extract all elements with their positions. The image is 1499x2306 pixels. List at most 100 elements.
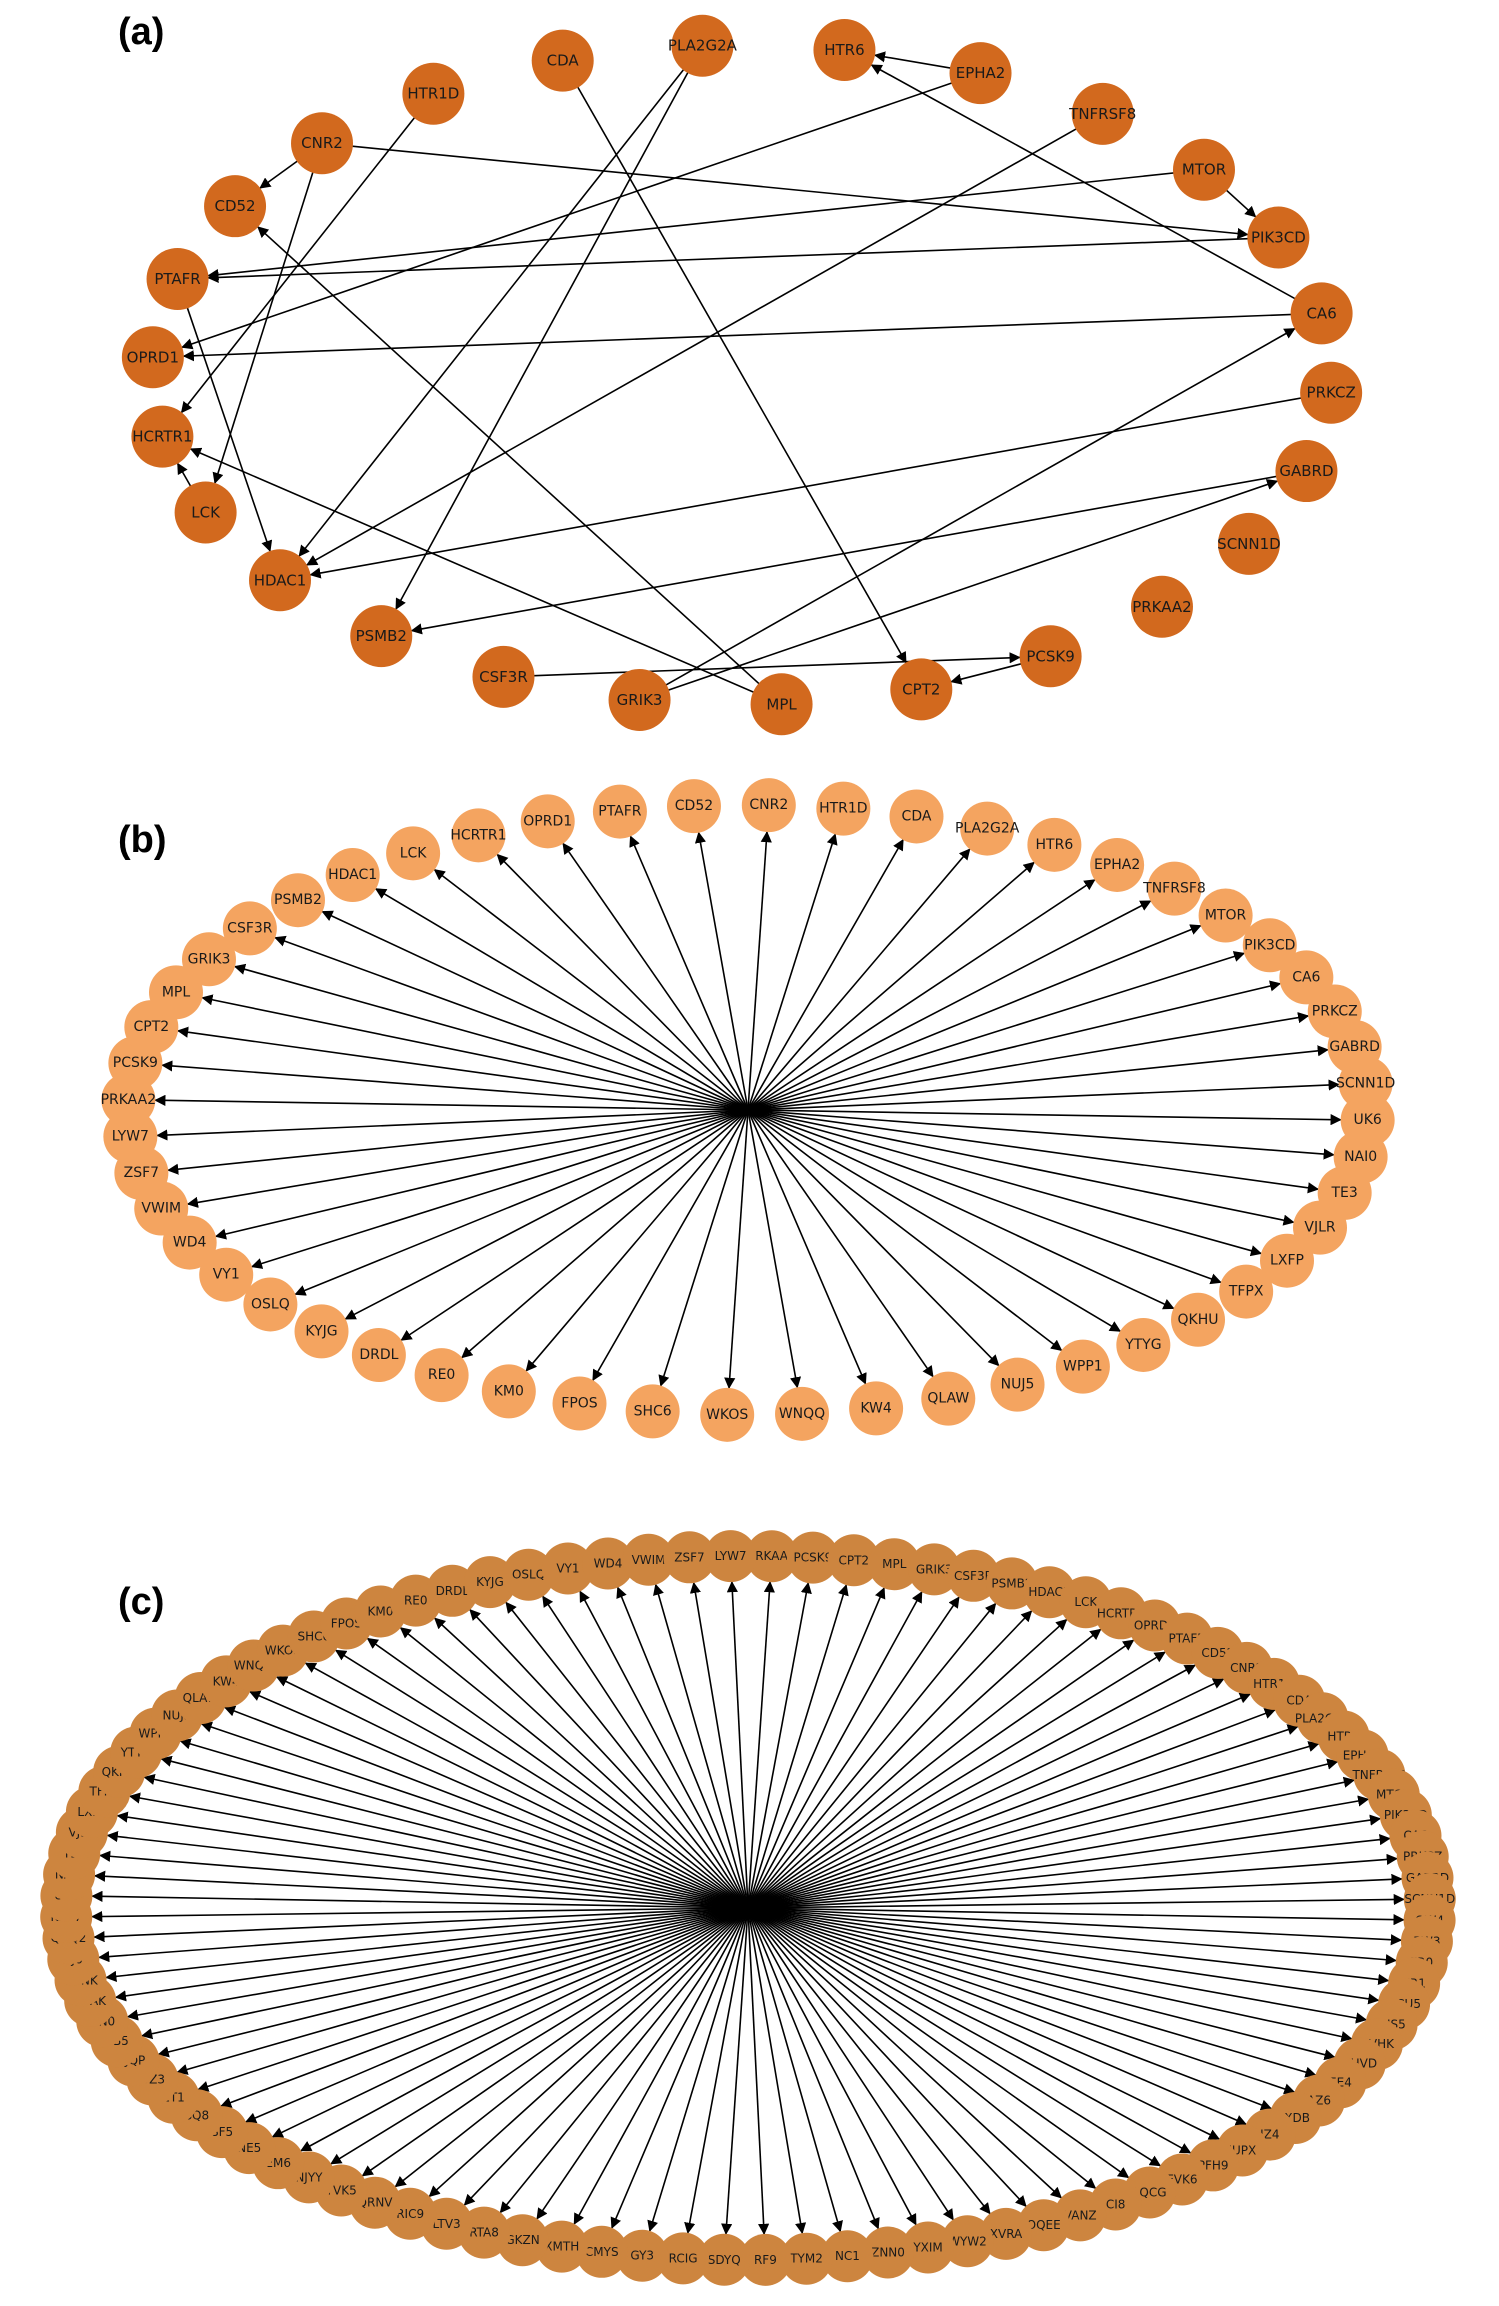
node-label-CSF3R: CSF3R bbox=[227, 920, 273, 936]
node-PSMB2 bbox=[350, 605, 413, 668]
edge-hub-SHC6 bbox=[658, 1109, 749, 1387]
node-label-XMTH: XMTH bbox=[544, 2240, 579, 2254]
edge-hub-DRDL bbox=[400, 1109, 749, 1341]
edge-hub-JXDB bbox=[747, 1907, 1273, 2111]
node-GRIK3 bbox=[181, 932, 236, 987]
node-label-CPT2: CPT2 bbox=[838, 1553, 869, 1567]
edge-hub-UK6 bbox=[747, 1109, 1342, 1126]
edge-hub-TFPX bbox=[128, 1792, 749, 1909]
node-DRDL bbox=[351, 1328, 406, 1383]
node-RCIG bbox=[657, 2232, 710, 2285]
edge-hub-EPHA2 bbox=[747, 1758, 1339, 1909]
node-label-TFPX: TFPX bbox=[1228, 1284, 1264, 1300]
node-PCSK9 bbox=[1019, 625, 1082, 688]
edge-hub-LYW7 bbox=[726, 1580, 749, 1909]
node-label-SCNN1D: SCNN1D bbox=[1217, 535, 1281, 553]
edge-hub-XMTH bbox=[573, 1907, 749, 2225]
edge-hub-OSLQ bbox=[542, 1595, 749, 1909]
edge-hub-ZSF7 bbox=[167, 1109, 749, 1175]
node-CA6 bbox=[1290, 282, 1353, 345]
node-label-PCSK9: PCSK9 bbox=[1026, 647, 1074, 665]
edge-hub-HDAC1 bbox=[747, 1610, 1033, 1909]
node-MPL bbox=[868, 1538, 921, 1591]
edge-hub-IUPX bbox=[747, 1907, 1221, 2140]
edge-hub-BHVD bbox=[747, 1907, 1336, 2061]
edge-PTAFR-HDAC1 bbox=[176, 278, 273, 552]
node-CSF3R bbox=[222, 901, 277, 956]
panel-a-label: (a) bbox=[118, 11, 164, 53]
node-GABRD bbox=[1275, 440, 1338, 503]
edge-hub-UK6 bbox=[91, 1890, 749, 1909]
edge-hub-CNR2 bbox=[747, 1678, 1225, 1909]
edge-hub-CI8 bbox=[747, 1907, 1097, 2189]
node-label-LXFP: LXFP bbox=[1270, 1253, 1304, 1269]
node-label-PSMB2: PSMB2 bbox=[274, 892, 322, 908]
edge-hub-SDYQ bbox=[721, 1907, 749, 2235]
node-label-PRKAA2: PRKAA2 bbox=[101, 1092, 157, 1108]
edge-hub-FVK6 bbox=[747, 1907, 1162, 2167]
edge-hub-RCIG bbox=[684, 1907, 749, 2234]
node-QKHU bbox=[1171, 1292, 1226, 1347]
edge-hub-PCSK9 bbox=[161, 1060, 749, 1111]
edge-hub-PSMB2 bbox=[747, 1602, 997, 1909]
node-VY1 bbox=[199, 1247, 254, 1302]
node-label-LQCG: LQCG bbox=[1133, 2185, 1167, 2199]
node-OSLQ bbox=[243, 1277, 298, 1332]
node-HTR6 bbox=[1027, 817, 1082, 872]
edge-hub-LCK bbox=[433, 869, 749, 1111]
node-label-EPHA2: EPHA2 bbox=[1094, 857, 1140, 873]
node-KM0 bbox=[481, 1364, 536, 1419]
node-label-GKZN: GKZN bbox=[505, 2233, 539, 2247]
node-label-MPL: MPL bbox=[162, 984, 191, 1000]
edge-hub-YTYG bbox=[747, 1109, 1122, 1332]
edge-hub-YTYG bbox=[160, 1755, 749, 1909]
node-MPL bbox=[148, 965, 203, 1020]
edge-hub-KLG7 bbox=[91, 1907, 749, 1923]
edge-hub-VY1 bbox=[250, 1109, 749, 1269]
node-label-KYJG: KYJG bbox=[476, 1575, 504, 1589]
edge-hub-VY1 bbox=[579, 1590, 749, 1909]
node-label-KW4: KW4 bbox=[860, 1400, 892, 1416]
edge-hub-NUJ5 bbox=[747, 1109, 1000, 1367]
edge-hub-ZSF7 bbox=[689, 1581, 749, 1909]
node-label-GRIK3: GRIK3 bbox=[188, 951, 231, 967]
edge-hub-WNQQ bbox=[747, 1109, 802, 1389]
node-HDAC1 bbox=[249, 549, 312, 612]
edge-hub-CPT2 bbox=[747, 1584, 849, 1909]
node-label-NUJ5: NUJ5 bbox=[1001, 1377, 1035, 1393]
node-TFPX bbox=[1219, 1264, 1274, 1319]
node-label-NJYY: NJYY bbox=[295, 2170, 323, 2184]
edge-hub-OQEE bbox=[747, 1907, 1027, 2208]
edge-hub-EPHA2 bbox=[747, 879, 1096, 1111]
edge-hub-KW4 bbox=[747, 1109, 867, 1385]
node-label-QKHU: QKHU bbox=[1178, 1312, 1219, 1328]
edge-hub-OPRD1 bbox=[747, 1639, 1135, 1909]
node-GRIK3 bbox=[608, 668, 671, 731]
edge-GRIK3-GABRD bbox=[639, 479, 1279, 701]
node-label-PIK3CD: PIK3CD bbox=[1251, 229, 1306, 247]
node-label-HTR6: HTR6 bbox=[1036, 837, 1074, 853]
node-label-RE0: RE0 bbox=[404, 1594, 428, 1608]
edge-hub-IJQP bbox=[157, 1907, 749, 2058]
node-label-PRKAA2: PRKAA2 bbox=[748, 1549, 796, 1563]
edge-hub-LTV3 bbox=[463, 1907, 749, 2206]
node-TYM2 bbox=[780, 2232, 833, 2285]
node-label-CMYS: CMYS bbox=[585, 2245, 619, 2259]
edge-hub-HTR6 bbox=[747, 861, 1035, 1111]
edge-hub-CMYS bbox=[610, 1907, 749, 2229]
node-XVRA bbox=[980, 2207, 1033, 2260]
node-label-HDAC1: HDAC1 bbox=[328, 867, 377, 883]
edge-hub-PCSK9 bbox=[747, 1582, 812, 1909]
edge-hub-HCRTR1 bbox=[747, 1628, 1102, 1909]
edge-hub-WD4 bbox=[616, 1586, 749, 1909]
edge-hub-OPRD1 bbox=[562, 842, 749, 1111]
node-SHC6 bbox=[625, 1384, 680, 1439]
edge-hub-PRKCZ bbox=[747, 1853, 1398, 1909]
edge-hub-NE5 bbox=[271, 1907, 749, 2138]
node-KW4 bbox=[849, 1381, 904, 1436]
edge-hub-YVK5 bbox=[361, 1907, 749, 2177]
edge-hub-PLA2G2A bbox=[747, 848, 971, 1111]
node-WNQQ bbox=[775, 1386, 830, 1441]
node-label-TNFRSF8: TNFRSF8 bbox=[1142, 881, 1206, 897]
edge-TNFRSF8-HDAC1 bbox=[306, 113, 1104, 566]
